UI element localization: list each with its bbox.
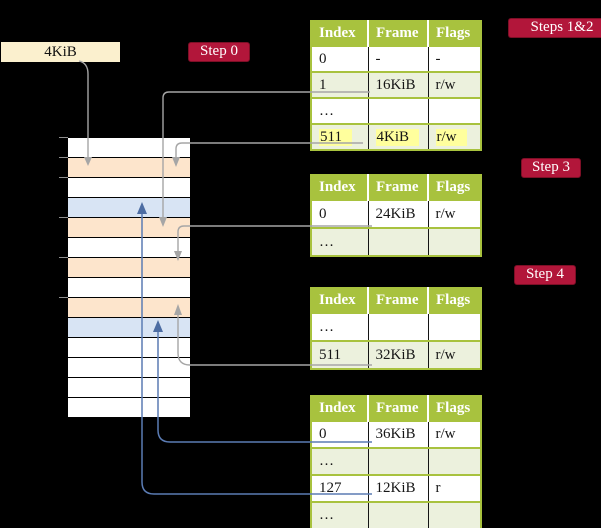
cell-frame xyxy=(368,447,429,475)
memory-row-11 xyxy=(68,358,190,378)
cell-flags xyxy=(428,501,481,528)
memory-stack xyxy=(68,137,190,418)
memory-row-3 xyxy=(68,198,190,218)
cell-index: … xyxy=(311,97,369,124)
cell-flags xyxy=(428,227,481,256)
column-header-flags: Flags xyxy=(428,175,481,200)
table-row-highlighted: 511 4KiB r/w xyxy=(311,123,481,150)
cell-flags: - xyxy=(428,45,481,72)
memory-row-12 xyxy=(68,378,190,398)
memory-row-9 xyxy=(68,318,190,338)
memory-row-7 xyxy=(68,278,190,298)
memory-tick xyxy=(59,157,68,158)
column-header-index: Index xyxy=(311,175,369,200)
highlight: 4KiB xyxy=(375,128,420,146)
cell-flags xyxy=(428,447,481,475)
memory-row-6 xyxy=(68,258,190,278)
memory-row-1 xyxy=(68,158,190,178)
memory-row-0 xyxy=(68,138,190,158)
memory-tick xyxy=(59,217,68,218)
memory-tick xyxy=(59,257,68,258)
memory-tick xyxy=(59,297,68,298)
cell-frame xyxy=(368,227,429,256)
cell-frame: - xyxy=(368,45,429,72)
column-header-index: Index xyxy=(311,21,369,46)
table-row: 511 32KiB r/w xyxy=(311,340,481,369)
cell-flags: r xyxy=(428,474,481,502)
cell-index: … xyxy=(311,227,369,256)
step4-badge: Step 4 xyxy=(514,265,576,285)
cell-index: 127 xyxy=(311,474,369,502)
column-header-frame: Frame xyxy=(368,175,429,200)
cell-frame: 36KiB xyxy=(368,420,429,448)
cell-index: 1 xyxy=(311,71,369,98)
cell-frame: 16KiB xyxy=(368,71,429,98)
column-header-frame: Frame xyxy=(368,396,429,421)
page-table-3: Index Frame Flags … 511 32KiB r/w xyxy=(310,287,482,370)
memory-row-10 xyxy=(68,338,190,358)
steps-1-2-badge: Steps 1&2 xyxy=(508,18,601,38)
cell-frame: 24KiB xyxy=(368,199,429,228)
cell-flags: r/w xyxy=(428,199,481,228)
cell-flags xyxy=(428,97,481,124)
cell-index: … xyxy=(311,501,369,528)
cell-frame: 4KiB xyxy=(368,123,429,150)
highlight: r/w xyxy=(435,128,467,146)
table-row: … xyxy=(311,501,481,528)
cell-flags xyxy=(428,312,481,341)
column-header-flags: Flags xyxy=(428,288,481,313)
table-header-row: Index Frame Flags xyxy=(311,288,481,313)
column-header-frame: Frame xyxy=(368,288,429,313)
column-header-frame: Frame xyxy=(368,21,429,46)
cell-index: … xyxy=(311,312,369,341)
page-table-1: Index Frame Flags 0 - - 1 16KiB r/w … 51… xyxy=(310,20,482,151)
table-header-row: Index Frame Flags xyxy=(311,396,481,421)
memory-row-5 xyxy=(68,238,190,258)
cell-frame xyxy=(368,501,429,528)
page-size-label: 4KiB xyxy=(44,44,77,60)
table-header-row: Index Frame Flags xyxy=(311,21,481,46)
highlight: 511 xyxy=(319,128,352,146)
cell-frame xyxy=(368,312,429,341)
column-header-index: Index xyxy=(311,288,369,313)
table-row: … xyxy=(311,97,481,124)
table-row: 0 24KiB r/w xyxy=(311,199,481,228)
memory-row-4 xyxy=(68,218,190,238)
cell-index: … xyxy=(311,447,369,475)
column-header-index: Index xyxy=(311,396,369,421)
memory-tick xyxy=(59,137,68,138)
cell-frame xyxy=(368,97,429,124)
memory-row-8 xyxy=(68,298,190,318)
step0-badge: Step 0 xyxy=(188,42,250,62)
cell-index: 511 xyxy=(311,340,369,369)
page-table-2: Index Frame Flags 0 24KiB r/w … xyxy=(310,174,482,257)
table-row: … xyxy=(311,447,481,475)
table-row: 127 12KiB r xyxy=(311,474,481,502)
column-header-flags: Flags xyxy=(428,21,481,46)
table-header-row: Index Frame Flags xyxy=(311,175,481,200)
cell-flags: r/w xyxy=(428,71,481,98)
table-row: 1 16KiB r/w xyxy=(311,71,481,98)
cell-index: 0 xyxy=(311,420,369,448)
table-row: … xyxy=(311,312,481,341)
step3-badge: Step 3 xyxy=(521,158,581,178)
table-row: 0 36KiB r/w xyxy=(311,420,481,448)
table-row: 0 - - xyxy=(311,45,481,72)
cell-index: 0 xyxy=(311,199,369,228)
cell-flags: r/w xyxy=(428,340,481,369)
page-size-box: 4KiB xyxy=(1,42,120,62)
column-header-flags: Flags xyxy=(428,396,481,421)
cell-frame: 12KiB xyxy=(368,474,429,502)
cell-flags: r/w xyxy=(428,123,481,150)
memory-row-13 xyxy=(68,398,190,418)
memory-tick xyxy=(59,177,68,178)
cell-index: 511 xyxy=(311,123,369,150)
cell-index: 0 xyxy=(311,45,369,72)
cell-flags: r/w xyxy=(428,420,481,448)
cell-frame: 32KiB xyxy=(368,340,429,369)
memory-row-2 xyxy=(68,178,190,198)
page-table-4: Index Frame Flags 0 36KiB r/w … 127 12Ki… xyxy=(310,395,482,528)
table-row: … xyxy=(311,227,481,256)
